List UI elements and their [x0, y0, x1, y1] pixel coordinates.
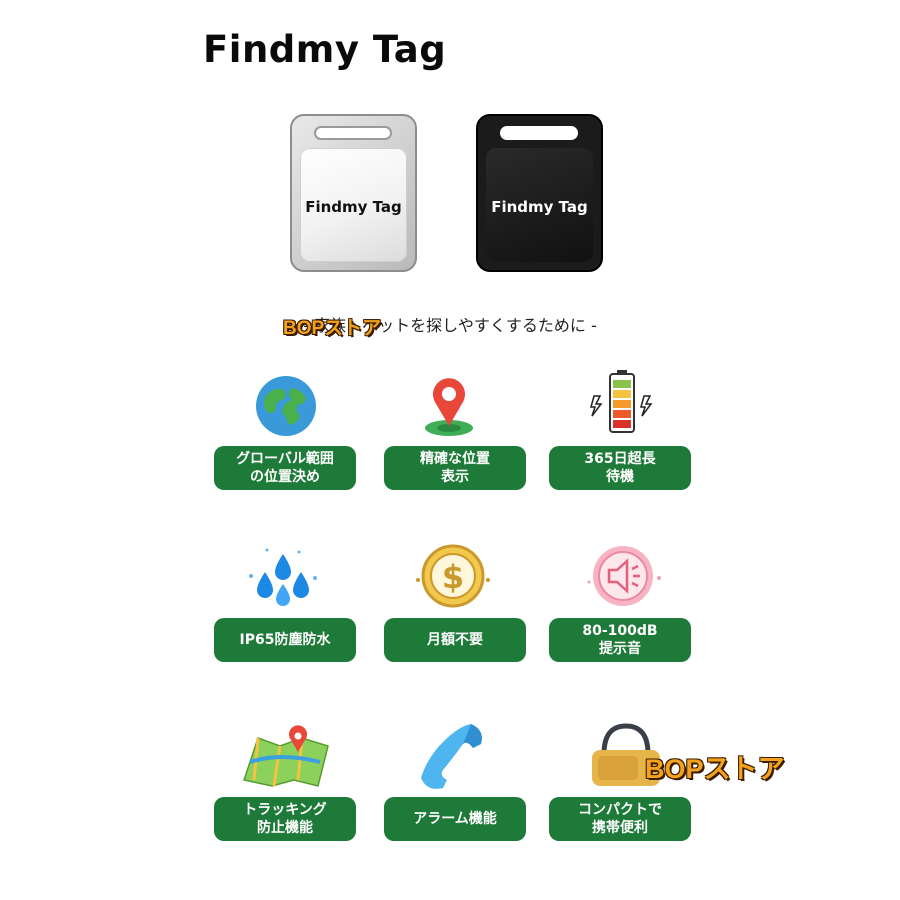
watermark: BOPストア — [645, 754, 785, 784]
tag-face — [486, 148, 593, 262]
globe-icon — [256, 376, 316, 436]
white-tag-label: Findmy Tag — [305, 198, 402, 216]
keyring-slot — [314, 126, 392, 140]
feature-label: IP65防塵防水 — [239, 632, 331, 648]
water-drops-icon — [249, 548, 317, 606]
tag-face — [300, 148, 407, 262]
page-title: Findmy Tag — [203, 28, 447, 71]
feature-label: 精確な位置 — [420, 451, 490, 467]
feature-label: 携帯便利 — [592, 820, 648, 836]
feature-label: 提示音 — [599, 641, 641, 657]
feature-label: 待機 — [606, 469, 634, 485]
feature-label: コンパクトで — [578, 802, 662, 818]
watermark: BOPストア — [283, 318, 382, 339]
speaker-icon — [587, 546, 661, 606]
feature-compact: コンパクトで 携帯便利 — [549, 797, 691, 841]
feature-label: 防止機能 — [257, 820, 313, 836]
map-pin-icon — [425, 378, 473, 436]
bag-icon — [592, 723, 660, 786]
feature-label: アラーム機能 — [413, 811, 497, 827]
feature-no-monthly-fee: 月額不要 — [384, 618, 526, 662]
battery-icon — [590, 370, 653, 433]
keyring-slot — [500, 126, 578, 140]
black-tag-product: Findmy Tag — [476, 114, 603, 272]
feature-alert-sound: 80-100dB 提示音 — [549, 618, 691, 662]
feature-waterproof: IP65防塵防水 — [214, 618, 356, 662]
feature-label: グローバル範囲 — [236, 451, 334, 467]
feature-label: 365日超長 — [584, 451, 656, 467]
feature-label: の位置決め — [250, 469, 320, 485]
tagline: - 家族・ペットを探しやすくするために - — [303, 316, 597, 335]
map-tracking-icon — [243, 725, 329, 787]
svg-text:$: $ — [442, 558, 464, 596]
feature-label: 月額不要 — [427, 632, 483, 648]
feature-standby: 365日超長 待機 — [549, 446, 691, 490]
feature-label: 表示 — [441, 469, 469, 485]
white-tag-product: Findmy Tag — [290, 114, 417, 272]
feature-global-positioning: グローバル範囲 の位置決め — [214, 446, 356, 490]
feature-anti-tracking: トラッキング 防止機能 — [214, 797, 356, 841]
feature-label: トラッキング — [243, 802, 327, 818]
phone-icon — [421, 724, 482, 789]
feature-alarm: アラーム機能 — [384, 797, 526, 841]
dollar-coin-icon: $ — [416, 544, 490, 608]
feature-label: 80-100dB — [582, 623, 658, 639]
black-tag-label: Findmy Tag — [491, 198, 588, 216]
feature-precise-location: 精確な位置 表示 — [384, 446, 526, 490]
